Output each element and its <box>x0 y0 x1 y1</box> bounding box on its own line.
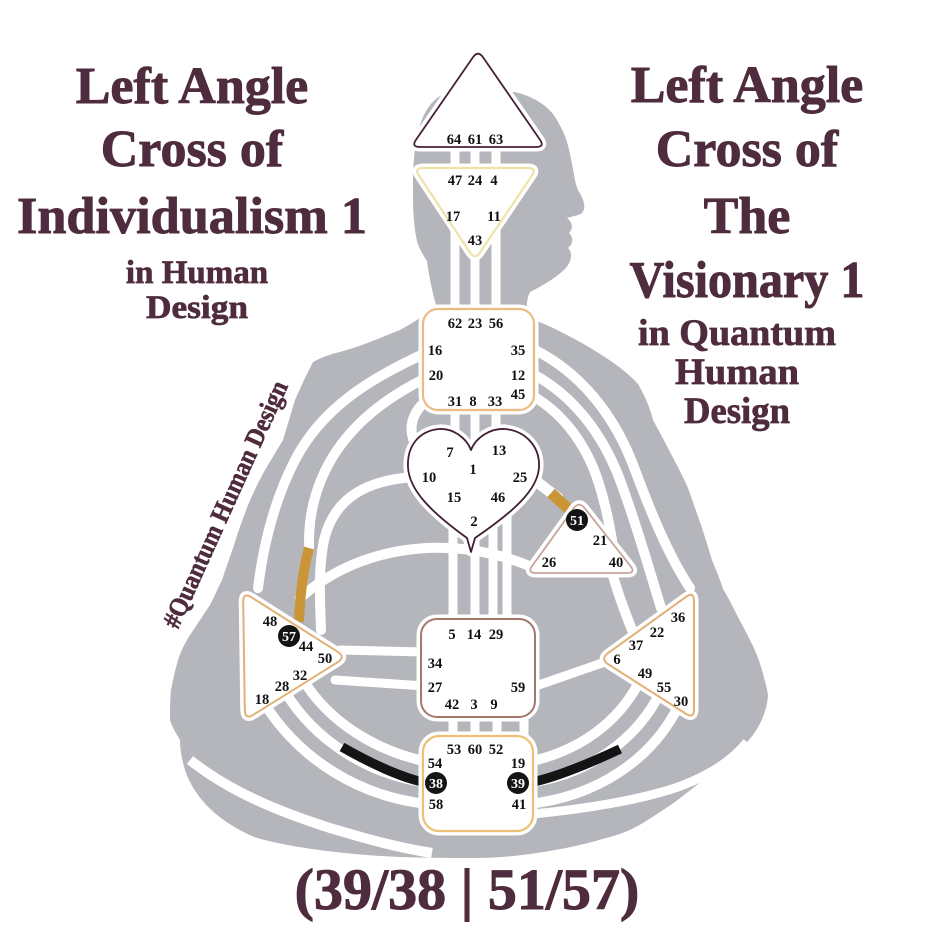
svg-text:9: 9 <box>490 697 497 713</box>
svg-text:8: 8 <box>469 394 476 410</box>
svg-text:The: The <box>704 188 791 245</box>
svg-text:in Human: in Human <box>126 255 268 291</box>
svg-text:35: 35 <box>511 343 526 359</box>
svg-text:45: 45 <box>511 387 526 403</box>
svg-text:11: 11 <box>487 209 501 225</box>
svg-text:7: 7 <box>446 445 453 461</box>
svg-text:61: 61 <box>468 132 483 148</box>
svg-text:52: 52 <box>489 742 504 758</box>
svg-text:42: 42 <box>445 697 460 713</box>
svg-text:4: 4 <box>490 173 497 189</box>
svg-text:24: 24 <box>468 173 483 189</box>
svg-text:40: 40 <box>609 555 624 571</box>
svg-text:59: 59 <box>511 680 526 696</box>
svg-text:43: 43 <box>468 233 483 249</box>
svg-text:Cross of: Cross of <box>101 121 284 178</box>
svg-text:39: 39 <box>511 777 525 792</box>
svg-text:16: 16 <box>428 343 443 359</box>
svg-text:21: 21 <box>593 533 608 549</box>
svg-text:51: 51 <box>570 514 584 529</box>
svg-text:5: 5 <box>448 627 455 643</box>
svg-text:34: 34 <box>428 656 443 672</box>
svg-text:50: 50 <box>318 651 333 667</box>
svg-text:20: 20 <box>429 368 444 384</box>
svg-text:46: 46 <box>491 490 506 506</box>
svg-text:18: 18 <box>255 692 270 708</box>
svg-text:19: 19 <box>511 756 526 772</box>
svg-text:33: 33 <box>488 394 503 410</box>
svg-text:23: 23 <box>468 316 483 332</box>
svg-text:44: 44 <box>299 639 314 655</box>
svg-text:Human: Human <box>675 351 799 392</box>
svg-text:53: 53 <box>447 742 462 758</box>
svg-text:2: 2 <box>470 514 477 530</box>
svg-text:13: 13 <box>492 443 507 459</box>
svg-text:14: 14 <box>467 627 482 643</box>
svg-text:38: 38 <box>429 777 443 792</box>
svg-text:49: 49 <box>638 666 653 682</box>
svg-text:47: 47 <box>448 173 463 189</box>
svg-text:(39/38 | 51/57): (39/38 | 51/57) <box>295 857 640 922</box>
svg-text:6: 6 <box>613 652 620 668</box>
svg-text:37: 37 <box>629 638 644 654</box>
svg-text:62: 62 <box>448 316 463 332</box>
svg-text:57: 57 <box>282 630 296 645</box>
svg-text:Visionary 1: Visionary 1 <box>630 252 865 309</box>
svg-text:41: 41 <box>512 797 527 813</box>
svg-text:17: 17 <box>446 209 461 225</box>
svg-text:22: 22 <box>650 625 665 641</box>
svg-text:31: 31 <box>448 394 463 410</box>
svg-text:54: 54 <box>428 756 443 772</box>
svg-text:12: 12 <box>511 368 526 384</box>
svg-text:Design: Design <box>146 290 248 326</box>
svg-text:27: 27 <box>428 680 443 696</box>
svg-text:30: 30 <box>674 694 689 710</box>
svg-text:15: 15 <box>447 490 462 506</box>
svg-text:56: 56 <box>489 316 504 332</box>
svg-text:55: 55 <box>657 680 672 696</box>
svg-text:Left Angle: Left Angle <box>76 58 309 115</box>
svg-text:32: 32 <box>293 668 308 684</box>
svg-text:28: 28 <box>275 679 290 695</box>
svg-text:1: 1 <box>469 462 476 478</box>
svg-text:58: 58 <box>429 797 444 813</box>
svg-text:Design: Design <box>684 390 790 431</box>
svg-text:3: 3 <box>470 697 477 713</box>
svg-text:48: 48 <box>263 614 278 630</box>
svg-text:Cross of: Cross of <box>656 121 839 178</box>
svg-text:26: 26 <box>542 555 557 571</box>
svg-text:36: 36 <box>671 610 686 626</box>
svg-text:Left Angle: Left Angle <box>631 57 864 114</box>
svg-text:29: 29 <box>489 627 504 643</box>
svg-text:10: 10 <box>422 470 437 486</box>
svg-text:64: 64 <box>447 132 462 148</box>
svg-text:25: 25 <box>513 470 528 486</box>
svg-text:63: 63 <box>489 132 504 148</box>
svg-text:Individualism 1: Individualism 1 <box>17 188 367 245</box>
svg-text:in Quantum: in Quantum <box>638 312 836 353</box>
svg-text:60: 60 <box>468 742 483 758</box>
